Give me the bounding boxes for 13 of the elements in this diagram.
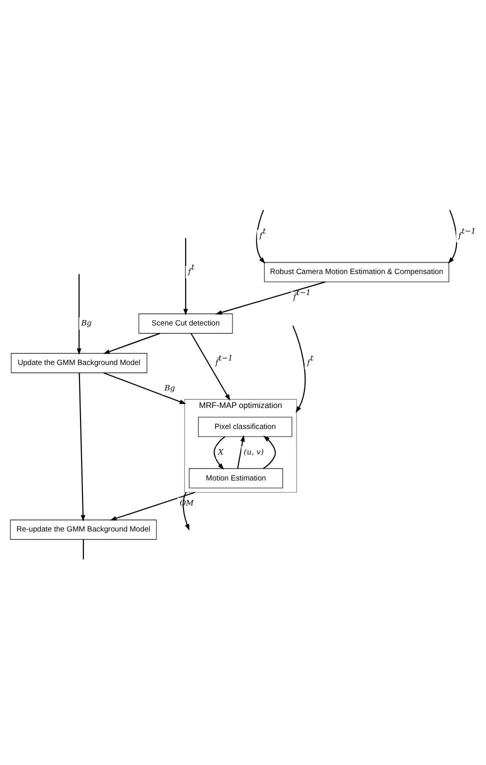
arrow	[103, 372, 186, 404]
arrow	[256, 209, 266, 264]
arrow	[103, 332, 160, 354]
arrow	[78, 372, 86, 521]
arrow	[263, 435, 276, 468]
connector	[82, 538, 84, 559]
arrow	[292, 324, 306, 412]
arrow	[237, 434, 245, 468]
arrow	[190, 332, 230, 400]
arrow	[183, 238, 188, 315]
arrow	[76, 274, 82, 354]
arrow	[448, 209, 458, 264]
arrow	[215, 280, 326, 314]
